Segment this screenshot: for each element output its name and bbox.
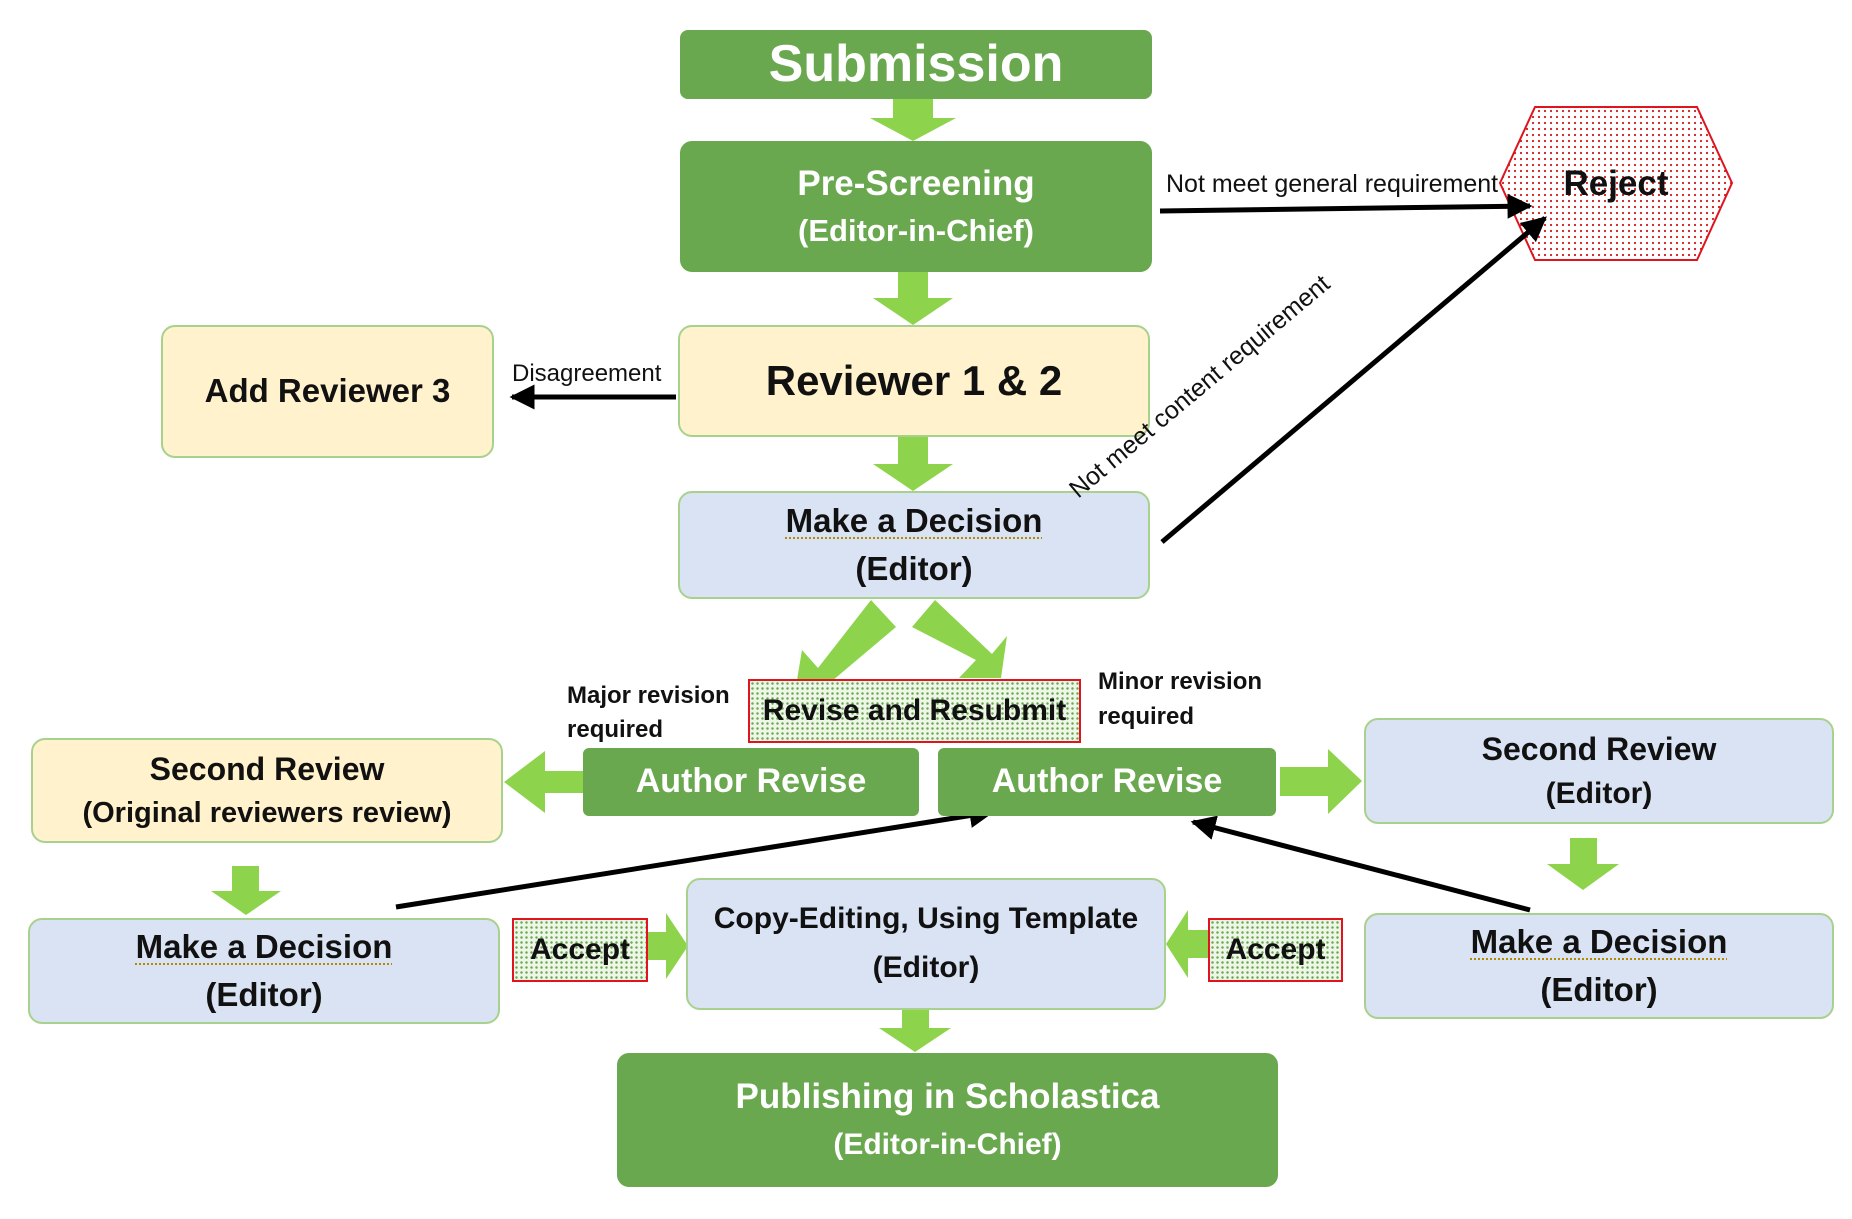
decision-left-box: Make a Decision (Editor) [28,918,500,1024]
arrow-prescreening-to-reviewers [873,272,953,325]
arrow-decision-to-reject [1160,216,1547,544]
arrow-reviewers-to-decision [873,437,953,491]
label-minor-revision-2: required [1098,703,1195,730]
reviewer-1-2-box: Reviewer 1 & 2 [678,325,1150,437]
label-major-revision-1: Major revision [567,682,730,709]
publishing-role: (Editor-in-Chief) [833,1128,1062,1162]
arrow-author-to-second-review-right [1280,749,1362,814]
publishing-box: Publishing in Scholastica (Editor-in-Chi… [617,1053,1278,1187]
second-review-right-title: Second Review [1481,730,1717,767]
label-not-meet-general: Not meet general requirement [1166,170,1499,198]
decision-main-box: Make a Decision (Editor) [678,491,1150,599]
copy-editing-role: (Editor) [872,951,980,984]
pre-screening-title: Pre-Screening [797,164,1035,204]
decision-right-role: (Editor) [1540,971,1658,1008]
accept-right-tag: Accept [1208,918,1343,982]
accept-left-tag: Accept [512,918,648,982]
second-review-left-title: Second Review [149,750,385,787]
arrow-second-review-left-to-decision [211,866,281,915]
reviewer-1-2-title: Reviewer 1 & 2 [765,357,1063,405]
second-review-right-box: Second Review (Editor) [1364,718,1834,824]
arrow-submission-to-prescreening [870,99,956,141]
submission-title: Submission [768,34,1064,93]
arrow-second-review-right-to-decision [1547,838,1619,890]
reject-label: Reject [1563,164,1669,203]
decision-right-title: Make a Decision [1470,922,1728,960]
revise-resubmit-tag: Revise and Resubmit [748,679,1081,743]
second-review-left-role: (Original reviewers review) [82,796,452,829]
second-review-right-role: (Editor) [1545,776,1653,810]
arrow-copyediting-to-publishing [879,1008,951,1052]
decision-left-title: Make a Decision [135,927,393,965]
decision-left-role: (Editor) [205,976,323,1013]
add-reviewer-3-box: Add Reviewer 3 [161,325,494,458]
pre-screening-role: (Editor-in-Chief) [798,212,1034,248]
copy-editing-title: Copy-Editing, Using Template [713,902,1139,936]
author-revise-minor-title: Author Revise [991,762,1223,801]
arrow-decision-right-to-author-revise [1190,815,1531,913]
revise-resubmit-label: Revise and Resubmit [762,694,1067,727]
pre-screening-box: Pre-Screening (Editor-in-Chief) [680,141,1152,272]
accept-right-label: Accept [1225,933,1326,966]
arrow-decision-to-minor [912,600,1007,678]
author-revise-minor-box: Author Revise [938,748,1276,816]
label-disagreement: Disagreement [512,360,662,387]
copy-editing-box: Copy-Editing, Using Template (Editor) [686,878,1166,1010]
arrow-author-to-second-review-left [504,751,583,813]
label-minor-revision-1: Minor revision [1098,668,1263,695]
author-revise-major-title: Author Revise [635,762,867,801]
arrow-prescreening-to-reject [1159,193,1533,219]
arrow-decision-to-major [793,600,896,704]
decision-main-role: (Editor) [855,550,973,587]
add-reviewer-3-title: Add Reviewer 3 [204,372,451,410]
accept-left-label: Accept [529,933,631,966]
second-review-left-box: Second Review (Original reviewers review… [31,738,503,843]
arrow-accept-to-copyediting-left [648,913,688,979]
publishing-title: Publishing in Scholastica [735,1077,1160,1117]
arrow-decision-left-to-author-revise [395,803,995,910]
submission-box: Submission [680,30,1152,99]
reject-hexagon-fill [1500,107,1732,260]
author-revise-major-box: Author Revise [583,748,919,816]
decision-right-box: Make a Decision (Editor) [1364,913,1834,1019]
label-major-revision-2: required [567,716,664,743]
decision-main-title: Make a Decision [785,501,1043,539]
arrow-accept-to-copyediting-right [1166,910,1209,978]
